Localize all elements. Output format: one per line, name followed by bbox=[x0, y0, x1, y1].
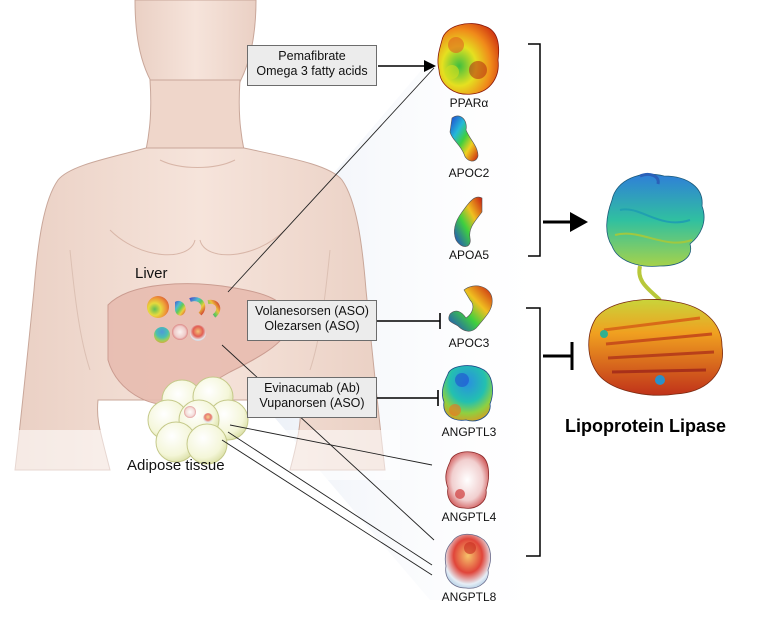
angptl8-structure bbox=[444, 533, 492, 589]
activation-arrow bbox=[543, 212, 588, 232]
liver-label: Liver bbox=[135, 265, 168, 282]
protein-label-angptl8: ANGPTL8 bbox=[441, 590, 497, 604]
adipose-tissue-label: Adipose tissue bbox=[127, 457, 225, 474]
drug-evinacumab: Evinacumab (Ab) bbox=[264, 381, 360, 395]
drug-volanesorsen: Volanesorsen (ASO) bbox=[255, 304, 369, 318]
apoa5-structure bbox=[454, 196, 483, 247]
apoc3-structure bbox=[448, 285, 493, 332]
drug-pemafibrate: Pemafibrate bbox=[278, 49, 346, 63]
ppara-structure bbox=[437, 23, 500, 95]
drug-olezarsen: Olezarsen (ASO) bbox=[264, 319, 360, 333]
protein-label-angptl3: ANGPTL3 bbox=[441, 425, 497, 439]
adipose-cluster bbox=[147, 376, 249, 465]
protein-label-angptl4: ANGPTL4 bbox=[441, 510, 497, 524]
angptl4-structure bbox=[445, 451, 490, 509]
lower-bracket bbox=[526, 307, 541, 557]
drug-box-apoc3-inhibitors: Volanesorsen (ASO) Olezarsen (ASO) bbox=[247, 300, 377, 341]
drug-omega3: Omega 3 fatty acids bbox=[256, 64, 368, 78]
inhibition-bar bbox=[543, 342, 574, 370]
drug-arrows bbox=[377, 60, 441, 406]
angptl3-structure bbox=[441, 365, 493, 422]
apoc2-structure bbox=[449, 115, 479, 162]
connector-lines bbox=[221, 67, 435, 576]
protein-label-ppara: PPARα bbox=[449, 96, 489, 110]
lipoprotein-lipase-label: Lipoprotein Lipase bbox=[565, 416, 727, 436]
drug-box-angptl3-inhibitors: Evinacumab (Ab) Vupanorsen (ASO) bbox=[247, 377, 377, 418]
drug-box-activators: Pemafibrate Omega 3 fatty acids bbox=[247, 45, 377, 86]
upper-bracket bbox=[528, 43, 541, 257]
protein-label-apoc2: APOC2 bbox=[448, 166, 490, 180]
protein-label-apoc3: APOC3 bbox=[448, 336, 490, 350]
protein-label-apoa5: APOA5 bbox=[448, 248, 490, 262]
drug-vupanorsen: Vupanorsen (ASO) bbox=[259, 396, 365, 410]
liver-organ bbox=[107, 283, 291, 406]
lipoprotein-lipase-structure bbox=[588, 172, 723, 396]
